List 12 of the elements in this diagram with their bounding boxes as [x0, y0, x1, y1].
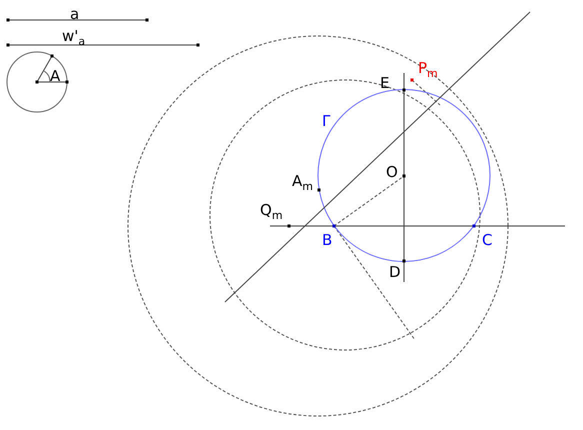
point-label: C: [482, 232, 492, 248]
point-label: A: [50, 68, 60, 84]
point-label: a: [70, 6, 80, 22]
point-label: A$_{m}$: [292, 173, 313, 195]
point-label: w'$_{a}$: [62, 28, 86, 50]
point-label: P$_{m}$: [418, 60, 438, 82]
point-label: B: [322, 232, 332, 248]
point-label: Q$_{m}$: [260, 202, 283, 224]
point-label: O: [386, 164, 398, 180]
point-label: D: [389, 264, 401, 280]
point-label: Γ: [322, 113, 330, 129]
point-label: E: [380, 75, 390, 91]
